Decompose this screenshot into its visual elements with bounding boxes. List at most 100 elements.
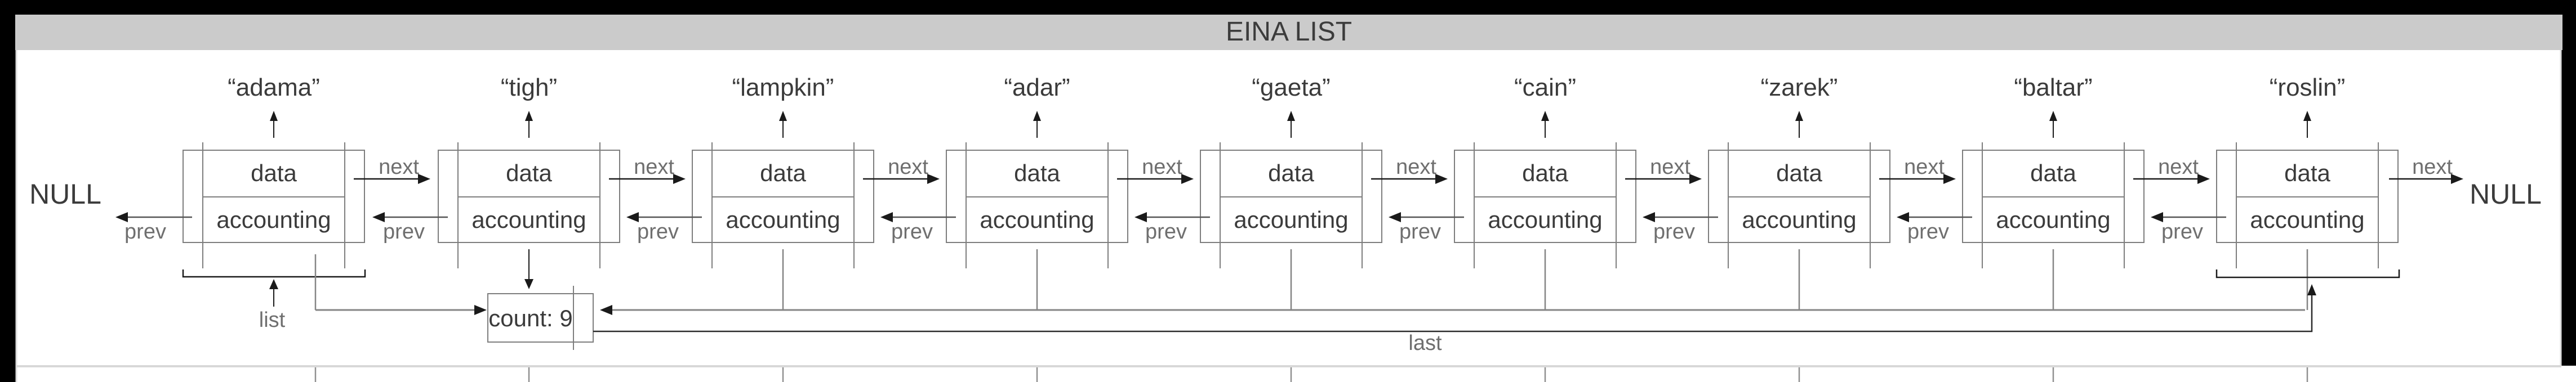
next-arrow-head bbox=[1689, 174, 1702, 184]
next-arrow-head bbox=[2197, 174, 2210, 184]
prev-label: prev bbox=[1145, 220, 1187, 244]
data-pointer-arrow-head bbox=[1287, 111, 1295, 121]
node-accounting-cell-label: accounting bbox=[1742, 206, 1856, 233]
prev-arrow-head bbox=[1389, 212, 1401, 222]
list-pointer-arrow-head bbox=[269, 279, 278, 289]
prev-label-first: prev bbox=[124, 220, 166, 244]
node-data-cell-label: data bbox=[1014, 160, 1060, 186]
node-name-label: “lampkin” bbox=[732, 74, 834, 101]
next-arrow-head bbox=[418, 174, 430, 184]
prev-arrow-head bbox=[372, 212, 385, 222]
list-node: “gaeta” data accounting next prev bbox=[1134, 74, 1448, 382]
prev-label: prev bbox=[891, 220, 933, 244]
node-data-cell-label: data bbox=[2030, 160, 2076, 186]
prev-arrow-head bbox=[880, 212, 893, 222]
next-arrow-head bbox=[673, 174, 686, 184]
list-label: list bbox=[259, 308, 286, 332]
next-arrow-to-null-head bbox=[2451, 174, 2463, 184]
data-pointer-arrow-head bbox=[1033, 111, 1041, 121]
next-arrow-head bbox=[927, 174, 940, 184]
window-title: EINA LIST bbox=[1226, 17, 1352, 47]
node-accounting-cell-label: accounting bbox=[1234, 206, 1348, 233]
prev-arrow-head bbox=[626, 212, 639, 222]
prev-label: prev bbox=[2161, 220, 2203, 244]
last-pointer-arrow-head bbox=[2307, 284, 2316, 295]
node-name-label: “tigh” bbox=[501, 74, 557, 101]
node-name-label: “adar” bbox=[1004, 74, 1070, 101]
node-name-label: “cain” bbox=[1514, 74, 1576, 101]
last-node-bracket bbox=[2215, 269, 2400, 278]
next-label: next bbox=[1650, 155, 1690, 179]
next-label: next bbox=[379, 155, 419, 179]
node-data-cell-label: data bbox=[1776, 160, 1822, 186]
node-accounting-cell-label: accounting bbox=[216, 206, 331, 233]
page-below-strip bbox=[16, 366, 2576, 382]
prev-label: prev bbox=[1399, 220, 1441, 244]
node-name-label: “zarek” bbox=[1761, 74, 1838, 101]
data-pointer-arrow-head bbox=[270, 111, 278, 121]
data-pointer-arrow-head bbox=[1795, 111, 1803, 121]
next-label: next bbox=[1142, 155, 1182, 179]
null-left-label: NULL bbox=[29, 178, 101, 210]
prev-label: prev bbox=[637, 220, 679, 244]
title-bar bbox=[15, 15, 2562, 50]
list-node: “adar” data accounting next prev bbox=[880, 74, 1194, 382]
node-accounting-cell-label: accounting bbox=[1488, 206, 1602, 233]
next-label: next bbox=[2158, 155, 2199, 179]
list-node: “cain” data accounting next prev bbox=[1389, 74, 1702, 382]
node-name-label: “roslin” bbox=[2270, 74, 2345, 101]
list-node: “tigh” data accounting next prev bbox=[372, 74, 686, 382]
prev-label: prev bbox=[383, 220, 425, 244]
count-box bbox=[487, 293, 594, 343]
list-node: “zarek” data accounting next prev bbox=[1643, 74, 1956, 382]
node-data-cell-label: data bbox=[1268, 160, 1314, 186]
next-arrow-head bbox=[1943, 174, 1956, 184]
list-node: “adama” data accounting next bbox=[183, 74, 430, 268]
node-name-label: “baltar” bbox=[2014, 74, 2092, 101]
node-accounting-cell-label: accounting bbox=[471, 206, 586, 233]
second-node-down-arrow-head bbox=[524, 279, 533, 289]
first-node-bracket bbox=[182, 269, 366, 278]
prev-label: prev bbox=[1907, 220, 1949, 244]
prev-arrow-to-null-head bbox=[115, 212, 128, 222]
node-data-cell-label: data bbox=[2284, 160, 2330, 186]
data-pointer-arrow-head bbox=[525, 111, 533, 121]
prev-arrow-head bbox=[1134, 212, 1147, 222]
list-node: “roslin” data accounting prev bbox=[2151, 74, 2399, 382]
node-name-label: “gaeta” bbox=[1252, 74, 1330, 101]
next-label-last: next bbox=[2412, 155, 2453, 179]
prev-arrow-head bbox=[2151, 212, 2163, 222]
next-label: next bbox=[888, 155, 928, 179]
data-pointer-arrow-head bbox=[2303, 111, 2311, 121]
node-data-cell-label: data bbox=[1522, 160, 1568, 186]
node-accounting-cell-label: accounting bbox=[2250, 206, 2364, 233]
next-label: next bbox=[1904, 155, 1945, 179]
last-label: last bbox=[1408, 331, 1442, 355]
node-accounting-cell-label: accounting bbox=[726, 206, 840, 233]
data-pointer-arrow-head bbox=[779, 111, 787, 121]
nodes-layer: “adama” data accounting next “tigh” data accou… bbox=[183, 74, 2399, 382]
next-arrow-head bbox=[1435, 174, 1448, 184]
node-data-cell-label: data bbox=[760, 160, 806, 186]
node-name-label: “adama” bbox=[228, 74, 320, 101]
data-pointer-arrow-head bbox=[1541, 111, 1549, 121]
count-value: count: 9 bbox=[488, 305, 572, 331]
rail-into-count-right-head bbox=[600, 305, 612, 315]
next-label: next bbox=[634, 155, 674, 179]
node-data-cell-label: data bbox=[506, 160, 552, 186]
next-arrow-head bbox=[1181, 174, 1194, 184]
data-pointer-arrow-head bbox=[2049, 111, 2057, 121]
prev-arrow-head bbox=[1897, 212, 1909, 222]
next-label: next bbox=[1396, 155, 1436, 179]
rail-into-count-left-head bbox=[474, 305, 487, 315]
prev-label: prev bbox=[1653, 220, 1695, 244]
prev-arrow-head bbox=[1643, 212, 1655, 222]
last-pointer-rail bbox=[593, 294, 2313, 332]
list-node: “lampkin” data accounting next prev bbox=[626, 74, 940, 382]
node-data-cell-label: data bbox=[251, 160, 297, 186]
null-right-label: NULL bbox=[2470, 178, 2542, 210]
node-accounting-cell-label: accounting bbox=[980, 206, 1094, 233]
